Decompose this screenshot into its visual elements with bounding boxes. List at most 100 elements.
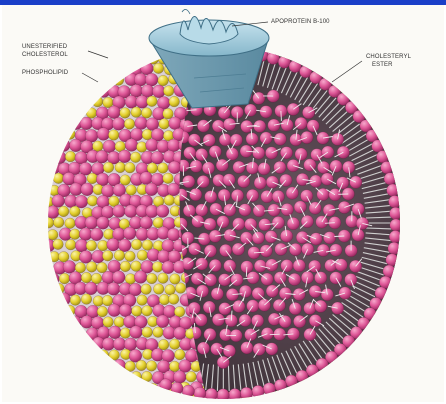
cholesterol-head: [49, 251, 60, 262]
cholesterol-head: [142, 129, 153, 140]
cholesteryl-ester: [196, 285, 208, 297]
phospholipid-head: [107, 282, 120, 295]
cholesterol-head: [86, 240, 97, 251]
rim-phospholipid-head: [263, 383, 275, 395]
cholesterol-head: [70, 229, 81, 240]
rim-phospholipid-head: [182, 385, 194, 397]
cholesterol-head: [148, 383, 159, 394]
rim-phospholipid-head: [381, 161, 393, 173]
phospholipid-head: [119, 304, 132, 317]
cholesterol-head: [146, 361, 157, 372]
cholesterol-head: [114, 250, 125, 261]
cholesterol-head: [98, 350, 109, 361]
rim-phospholipid-head: [171, 382, 183, 394]
cholesterol-head: [87, 173, 98, 184]
cholesterol-head: [102, 295, 113, 306]
cholesterol-head: [97, 306, 108, 317]
cholesterol-head: [47, 230, 58, 241]
phospholipid-head: [118, 239, 131, 252]
cholesteryl-ester: [239, 314, 251, 326]
cholesteryl-ester: [331, 133, 343, 145]
phospholipid-label: PHOSPHOLIPID: [22, 70, 69, 76]
cholesterol-head: [142, 306, 153, 317]
cholesterol-head: [164, 195, 175, 206]
rim-phospholipid-head: [390, 207, 402, 219]
cholesteryl-label-line1: CHOLESTERYL: [366, 54, 412, 60]
cholesterol-head: [102, 251, 113, 262]
cholesteryl-ester: [281, 119, 293, 131]
cholesterol-head: [125, 251, 136, 262]
phospholipid-head: [173, 371, 186, 384]
cholesterol-head: [142, 327, 153, 338]
rim-phospholipid-head: [389, 231, 401, 243]
phospholipid-head: [97, 216, 110, 229]
phospholipid-head: [79, 251, 92, 264]
phospholipid-head: [46, 206, 59, 219]
phospholipid-head: [156, 315, 169, 328]
phospholipid-head: [125, 139, 138, 152]
cholesterol-head: [137, 142, 148, 153]
rim-phospholipid-head: [217, 389, 229, 401]
cholesteryl-ester: [317, 161, 329, 173]
cholesterol-head: [147, 273, 158, 284]
rim-phospholipid-head: [274, 379, 286, 391]
cholesterol-head: [120, 261, 131, 272]
rim-phospholipid-head: [160, 379, 172, 391]
cholesterol-head: [131, 239, 142, 250]
cholesterol-head: [163, 86, 174, 97]
phospholipid-head: [112, 117, 125, 130]
cholesteryl-ester: [265, 147, 277, 159]
cholesterol-head: [131, 371, 142, 382]
phospholipid-head: [145, 183, 158, 196]
rim-phospholipid-head: [252, 385, 264, 397]
cholesterol-head: [141, 284, 152, 295]
cholesteryl-ester: [268, 119, 280, 131]
cholesteryl-label-line2: ESTER: [372, 62, 393, 68]
cholesterol-head: [65, 151, 76, 162]
phospholipid-head: [46, 272, 59, 285]
cholesteryl-ester: [309, 315, 321, 327]
cholesterol-head: [142, 371, 153, 382]
rim-phospholipid-head: [388, 242, 400, 254]
cholesteryl-ester: [268, 313, 280, 325]
cholesterol-head: [169, 96, 180, 107]
phospholipid-head: [123, 227, 136, 240]
cholesterol-head: [141, 108, 152, 119]
phospholipid-head: [124, 205, 137, 218]
phospholipid-head: [169, 117, 182, 130]
phospholipid-head: [96, 173, 109, 186]
cholesterol-head: [153, 327, 164, 338]
cholesteryl-ester: [296, 231, 308, 243]
phospholipid-head: [167, 228, 180, 241]
phospholipid-head: [85, 282, 98, 295]
phospholipid-head: [75, 195, 88, 208]
phospholipid-head: [168, 161, 181, 174]
cholesteryl-ester: [224, 260, 236, 272]
phospholipid-head: [134, 271, 147, 284]
cholesterol-head: [113, 75, 124, 86]
cholesterol-head: [58, 206, 69, 217]
cholesteryl-ester: [265, 231, 277, 243]
cholesteryl-ester: [304, 159, 316, 171]
cholesteryl-ester: [338, 201, 350, 213]
phospholipid-head: [57, 139, 70, 152]
cholesteryl-ester: [275, 243, 287, 255]
phospholipid-head: [156, 205, 169, 218]
cholesterol-head: [125, 162, 136, 173]
cholesterol-head: [81, 272, 92, 283]
rim-phospholipid-head: [229, 389, 241, 401]
rim-phospholipid-head: [390, 219, 402, 231]
rim-phospholipid-head: [240, 387, 252, 399]
phospholipid-head: [80, 117, 93, 130]
cholesteryl-ester: [330, 272, 342, 284]
cholesterol-head: [58, 251, 69, 262]
cholesteryl-ester: [316, 216, 328, 228]
cholesterol-head: [158, 75, 169, 86]
cholesterol-head: [103, 317, 114, 328]
cholesterol-head: [43, 218, 54, 229]
phospholipid-head: [90, 228, 103, 241]
cholesterol-head: [170, 274, 181, 285]
cholesterol-head: [163, 108, 174, 119]
cholesterol-head: [136, 360, 147, 371]
phospholipid-head: [113, 359, 126, 372]
